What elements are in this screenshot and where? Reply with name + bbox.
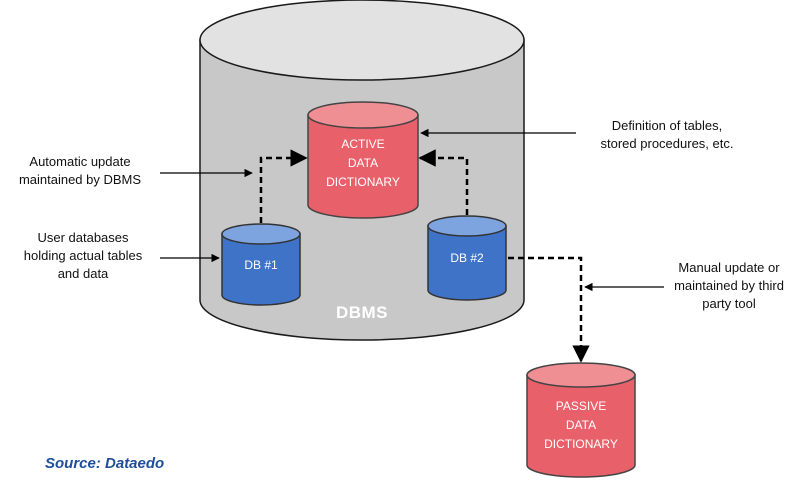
user-databases-line-1: User databases	[37, 230, 129, 245]
db2-to-passive-dictionary-arrow	[508, 256, 590, 363]
dbms-cylinder-top	[199, 0, 525, 81]
passive-dictionary-body	[526, 374, 636, 478]
passive-dictionary-line-1: PASSIVE	[556, 399, 606, 413]
manual-update-line-3: party tool	[702, 296, 756, 311]
source-caption: Source: Dataedo	[45, 455, 164, 472]
automatic-update-line-2: maintained by DBMS	[19, 172, 141, 187]
passive-data-dictionary-cylinder: PASSIVE DATA DICTIONARY	[526, 362, 636, 478]
active-dictionary-line-2: DATA	[348, 156, 378, 170]
db1-to-active-dictionary-arrow	[259, 149, 308, 223]
user-databases-annotation: User databases holding actual tables and…	[24, 230, 143, 281]
definition-of-tables-line-2: stored procedures, etc.	[601, 136, 734, 151]
automatic-update-line-1: Automatic update	[29, 154, 130, 169]
db2-cylinder: DB #2	[427, 215, 507, 301]
passive-dictionary-line-3: DICTIONARY	[544, 437, 618, 451]
dbms-label: DBMS	[336, 303, 388, 322]
db1-cylinder: DB #1	[221, 223, 301, 306]
active-dictionary-line-1: ACTIVE	[341, 137, 384, 151]
db2-label: DB #2	[450, 251, 484, 265]
active-data-dictionary-cylinder: ACTIVE DATA DICTIONARY	[307, 101, 419, 219]
db2-body	[427, 225, 507, 301]
definition-of-tables-line-1: Definition of tables,	[612, 118, 723, 133]
db1-top	[221, 223, 301, 245]
active-dictionary-body	[307, 114, 419, 219]
automatic-update-annotation: Automatic update maintained by DBMS	[19, 154, 141, 187]
active-dictionary-line-3: DICTIONARY	[326, 175, 400, 189]
user-databases-line-3: and data	[58, 266, 109, 281]
db1-body	[221, 233, 301, 306]
manual-update-line-2: maintained by third	[674, 278, 784, 293]
db2-top	[427, 215, 507, 237]
definition-of-tables-annotation: Definition of tables, stored procedures,…	[601, 118, 734, 151]
passive-dictionary-top	[526, 362, 636, 388]
manual-update-line-1: Manual update or	[678, 260, 780, 275]
manual-update-annotation: Manual update or maintained by third par…	[674, 260, 784, 311]
db1-label: DB #1	[244, 258, 278, 272]
passive-dictionary-line-2: DATA	[566, 418, 596, 432]
active-dictionary-top	[307, 101, 419, 129]
user-databases-line-2: holding actual tables	[24, 248, 143, 263]
